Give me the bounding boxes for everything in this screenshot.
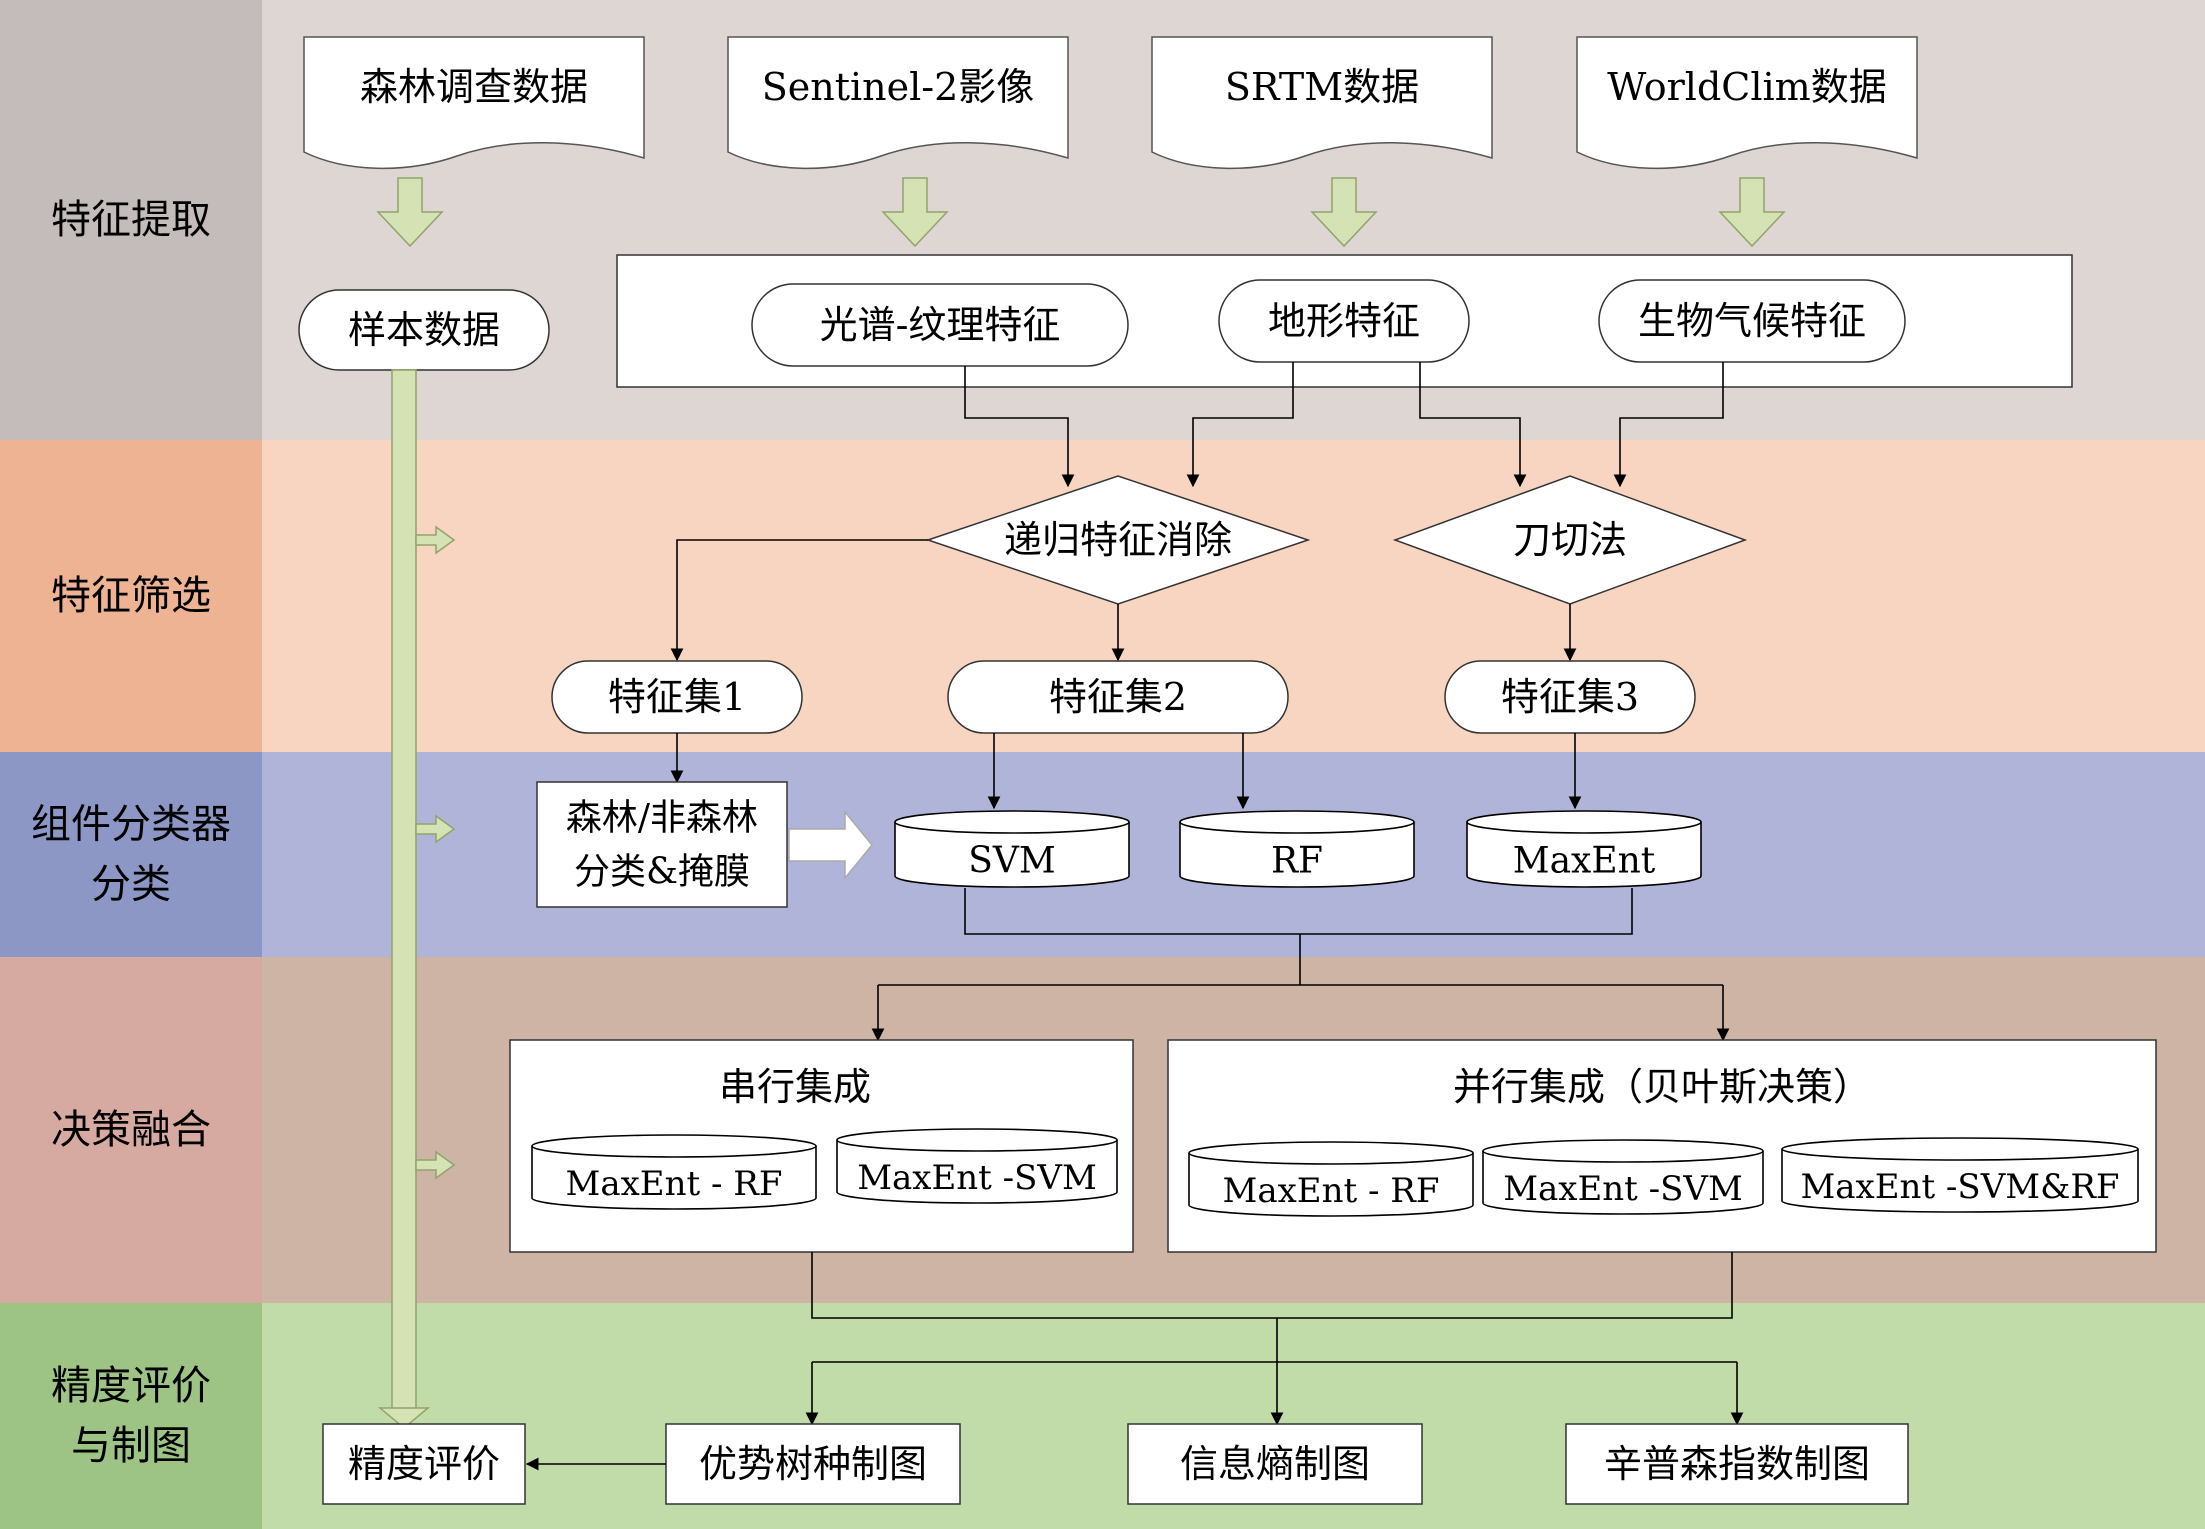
serial-model-cylinder: MaxEnt -SVM bbox=[836, 1128, 1118, 1204]
parallel-model-cylinder-body bbox=[1188, 1153, 1474, 1217]
output-box bbox=[1565, 1423, 1909, 1505]
classifier-svm-cylinder-top bbox=[894, 810, 1130, 834]
stage-label-bg-select bbox=[0, 440, 262, 752]
mask-box bbox=[536, 781, 788, 908]
feature-label: 生物气候特征 bbox=[1638, 299, 1866, 343]
selector-label: 递归特征消除 bbox=[1004, 518, 1232, 562]
stage-label-bg-classify bbox=[0, 752, 262, 957]
stage-label-classify: 组件分类器 bbox=[31, 802, 231, 848]
classifier-rf-cylinder-body bbox=[1179, 822, 1415, 888]
flow-spectral-rfe bbox=[964, 366, 1075, 488]
classifier-maxent-cylinder: MaxEnt bbox=[1466, 810, 1702, 888]
classifier-maxent-cylinder-body bbox=[1466, 822, 1702, 888]
flow-rfe-set1 bbox=[670, 539, 928, 662]
serial-model-cylinder-body bbox=[531, 1146, 817, 1210]
output-label: 精度评价 bbox=[348, 1442, 500, 1486]
feature-pill bbox=[751, 283, 1129, 367]
mask-label-line1: 森林/非森林 bbox=[566, 798, 758, 839]
serial-model-cylinder: MaxEnt - RF bbox=[531, 1134, 817, 1210]
classifier-rf-cylinder-top bbox=[1179, 810, 1415, 834]
parallel-model-cylinder-body bbox=[1482, 1151, 1764, 1215]
down-arrow-sentinel bbox=[881, 177, 949, 248]
mask-to-classifier-arrow bbox=[788, 809, 873, 881]
feature-set-label: 特征集2 bbox=[1049, 675, 1187, 719]
flow-fusion-join bbox=[811, 1252, 1733, 1319]
feature-pill bbox=[1218, 279, 1470, 363]
sample-arrow-classify bbox=[415, 814, 456, 844]
parallel-model-cylinder-label: MaxEnt - RF bbox=[1223, 1171, 1440, 1211]
output-label: 优势树种制图 bbox=[699, 1442, 927, 1486]
stage-label-extract: 特征提取 bbox=[51, 197, 211, 243]
classifier-svm-cylinder-body bbox=[894, 822, 1130, 888]
serial-model-cylinder-body bbox=[836, 1140, 1118, 1204]
stage-label-eval: 与制图 bbox=[71, 1423, 191, 1469]
flow-terrain-rfe bbox=[1186, 362, 1294, 488]
sample-data-label: 样本数据 bbox=[348, 308, 500, 352]
parallel-model-cylinder-top bbox=[1482, 1139, 1764, 1163]
stage-label-eval: 精度评价 bbox=[51, 1363, 211, 1409]
feature-label: 光谱-纹理特征 bbox=[820, 303, 1061, 347]
stage-label-fusion: 决策融合 bbox=[51, 1107, 211, 1153]
source-document bbox=[303, 36, 645, 170]
stage-label-bg-extract bbox=[0, 0, 262, 440]
output-box bbox=[1127, 1423, 1423, 1505]
serial-title: 串行集成 bbox=[719, 1065, 871, 1109]
feature-label: 地形特征 bbox=[1268, 299, 1420, 343]
feature-set-label: 特征集1 bbox=[608, 675, 746, 719]
serial-model-cylinder-top bbox=[836, 1128, 1118, 1152]
source-document bbox=[1151, 36, 1493, 170]
classifier-rf-cylinder: RF bbox=[1179, 810, 1415, 888]
parallel-model-cylinder-top bbox=[1781, 1137, 2139, 1161]
serial-model-cylinder-label: MaxEnt -SVM bbox=[857, 1158, 1097, 1198]
feature-pill bbox=[1598, 279, 1906, 363]
flow-bio-jack bbox=[1613, 362, 1724, 488]
parallel-model-cylinder: MaxEnt - RF bbox=[1188, 1141, 1474, 1217]
feature-set-label: 特征集3 bbox=[1501, 675, 1639, 719]
down-arrow-srtm bbox=[1310, 177, 1378, 248]
parallel-title: 并行集成（贝叶斯决策） bbox=[1453, 1065, 1871, 1109]
feature-set-pill bbox=[947, 660, 1289, 734]
sample-data-pill bbox=[298, 289, 550, 371]
parallel-model-cylinder: MaxEnt -SVM bbox=[1482, 1139, 1764, 1215]
source-label: 森林调查数据 bbox=[360, 65, 588, 109]
down-arrow-survey bbox=[376, 177, 444, 248]
classifier-svm-cylinder-label: SVM bbox=[968, 841, 1056, 882]
classifier-maxent-cylinder-top bbox=[1466, 810, 1702, 834]
flow-terrain-jack bbox=[1419, 362, 1527, 488]
output-label: 信息熵制图 bbox=[1180, 1442, 1370, 1486]
sample-arrow-select bbox=[415, 525, 456, 555]
sample-arrow-fusion bbox=[415, 1150, 456, 1180]
selector-diamond bbox=[925, 475, 1311, 605]
down-arrow-worldclim bbox=[1718, 177, 1786, 248]
classifier-rf-cylinder-label: RF bbox=[1271, 841, 1323, 882]
parallel-model-cylinder-body bbox=[1781, 1149, 2139, 1213]
source-label: WorldClim数据 bbox=[1607, 65, 1886, 109]
sample-flow-head bbox=[377, 1407, 431, 1429]
output-box bbox=[322, 1423, 526, 1505]
stage-label-classify: 分类 bbox=[91, 862, 171, 908]
selector-diamond bbox=[1392, 475, 1748, 605]
stage-label-select: 特征筛选 bbox=[51, 573, 211, 619]
source-label: SRTM数据 bbox=[1225, 65, 1419, 109]
parallel-model-cylinder-label: MaxEnt -SVM bbox=[1503, 1169, 1743, 1209]
classifier-maxent-cylinder-label: MaxEnt bbox=[1513, 841, 1656, 882]
sample-flow-bar bbox=[391, 369, 417, 1411]
output-label: 辛普森指数制图 bbox=[1604, 1442, 1870, 1486]
serial-model-cylinder-top bbox=[531, 1134, 817, 1158]
parallel-model-cylinder-label: MaxEnt -SVM&RF bbox=[1800, 1167, 2119, 1207]
feature-set-pill bbox=[1444, 660, 1696, 734]
parallel-model-cylinder: MaxEnt -SVM&RF bbox=[1781, 1137, 2139, 1213]
stage-label-bg-fusion bbox=[0, 957, 262, 1303]
source-document bbox=[1576, 36, 1918, 170]
selector-label: 刀切法 bbox=[1513, 518, 1627, 562]
source-label: Sentinel-2影像 bbox=[762, 65, 1035, 109]
mask-label-line2: 分类&掩膜 bbox=[574, 852, 750, 893]
parallel-model-cylinder-top bbox=[1188, 1141, 1474, 1165]
classifier-svm-cylinder: SVM bbox=[894, 810, 1130, 888]
source-document bbox=[727, 36, 1069, 170]
stage-label-bg-eval bbox=[0, 1303, 262, 1529]
flow-classifiers-join bbox=[964, 888, 1633, 935]
serial-model-cylinder-label: MaxEnt - RF bbox=[566, 1164, 783, 1204]
